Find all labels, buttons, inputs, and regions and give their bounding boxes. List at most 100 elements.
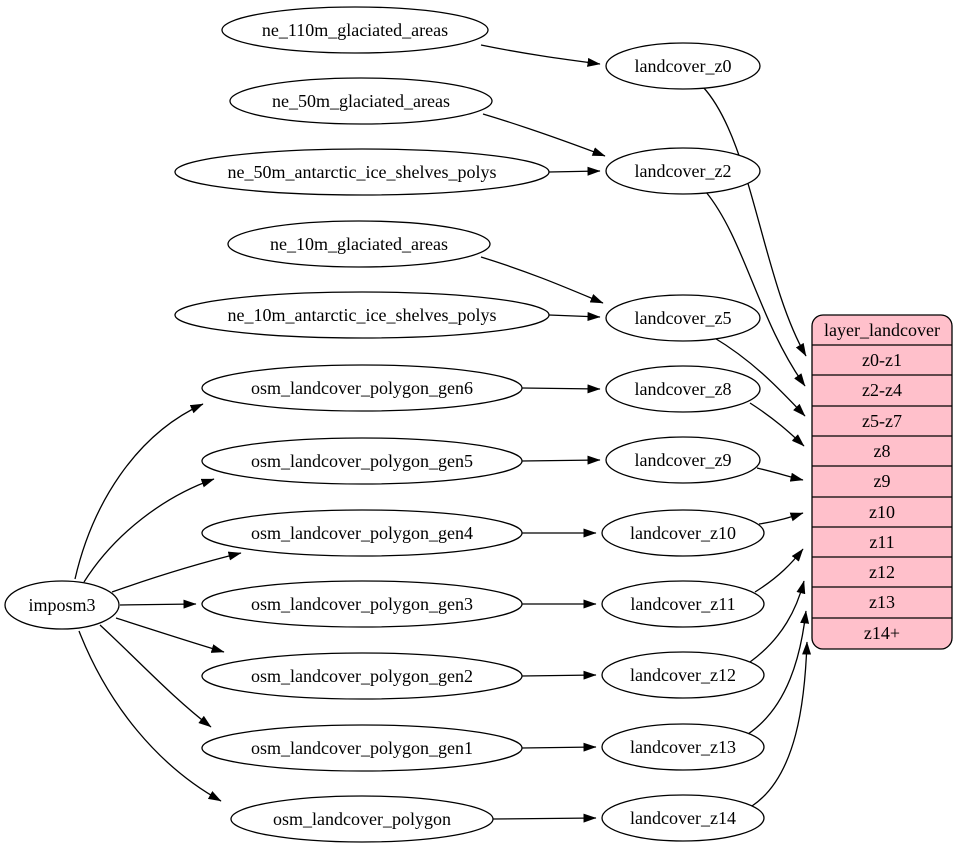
edge-imposm3-gen2: [115, 617, 225, 653]
node-label: osm_landcover_polygon_gen6: [251, 378, 473, 398]
table-title: layer_landcover: [824, 320, 940, 340]
table-layer-landcover: layer_landcover z0-z1 z2-z4 z5-z7 z8 z9 …: [811, 314, 953, 650]
node-shape: [601, 651, 765, 699]
node-osm-landcover-polygon-gen2: osm_landcover_polygon_gen2: [201, 652, 523, 700]
node-label: osm_landcover_polygon_gen2: [251, 666, 473, 686]
node-landcover-z2: landcover_z2: [605, 147, 761, 195]
node-label: landcover_z13: [630, 737, 736, 757]
node-label-imposm3: imposm3: [28, 595, 95, 615]
node-shape: [601, 580, 765, 628]
node-label: landcover_z5: [635, 308, 732, 328]
node-shape: [230, 795, 494, 843]
node-shape: [601, 794, 765, 842]
edge-ne10m-antarctic-z5: [548, 312, 601, 322]
node-shape: [605, 436, 761, 484]
edge-z10-row: [758, 512, 804, 525]
table-background: [811, 314, 953, 650]
node-landcover-z0: landcover_z0: [605, 42, 761, 90]
table-row-z5-z7: z5-z7: [862, 411, 902, 431]
node-shape: [201, 652, 523, 700]
table-row-z2-z4: z2-z4: [862, 380, 902, 400]
node-shape: [201, 437, 523, 485]
node-label: osm_landcover_polygon_gen4: [251, 523, 473, 543]
edge-imposm3-gen6: [74, 403, 204, 580]
edge-ne10m-glaciated-z5: [480, 256, 604, 304]
node-landcover-z5: landcover_z5: [605, 294, 761, 342]
node-ne-10m-glaciated-areas: ne_10m_glaciated_areas: [227, 220, 491, 268]
edge-polygon-z14: [492, 813, 597, 823]
node-shape: [601, 509, 765, 557]
node-label: landcover_z2: [635, 161, 732, 181]
node-shape: [174, 291, 550, 339]
node-label: osm_landcover_polygon_gen1: [251, 738, 473, 758]
node-shape: [605, 365, 761, 413]
edge-ne110m-z0: [480, 44, 601, 67]
edge-layer: [74, 44, 812, 823]
table-row-z13: z13: [869, 592, 895, 612]
table-row-z14plus: z14+: [864, 623, 900, 643]
node-shape: [229, 77, 493, 125]
node-shape: [4, 580, 120, 630]
node-landcover-z11: landcover_z11: [601, 580, 765, 628]
edge-imposm3-gen4: [111, 551, 242, 593]
node-label: landcover_z11: [630, 594, 735, 614]
node-osm-landcover-polygon-gen5: osm_landcover_polygon_gen5: [201, 437, 523, 485]
edge-z12-row: [749, 580, 806, 663]
edge-gen2-z12: [521, 670, 597, 680]
edge-z8-row: [749, 402, 805, 447]
node-landcover-z10: landcover_z10: [601, 509, 765, 557]
node-label: ne_50m_antarctic_ice_shelves_polys: [228, 162, 497, 182]
table-row-z9: z9: [874, 471, 891, 491]
node-imposm3: imposm3: [4, 580, 120, 630]
edge-z5-row: [712, 336, 806, 417]
table-row-z11: z11: [869, 532, 894, 552]
node-landcover-z14: landcover_z14: [601, 794, 765, 842]
node-label: ne_10m_glaciated_areas: [270, 234, 448, 254]
node-landcover-z9: landcover_z9: [605, 436, 761, 484]
edge-ne50m-glaciated-z2: [482, 113, 606, 157]
table-row-z10: z10: [869, 502, 895, 522]
node-osm-landcover-polygon-gen6: osm_landcover_polygon_gen6: [201, 364, 523, 412]
node-osm-landcover-polygon: osm_landcover_polygon: [230, 795, 494, 843]
edge-z13-row: [747, 610, 810, 735]
edge-imposm3-gen1: [99, 624, 212, 728]
node-landcover-z8: landcover_z8: [605, 365, 761, 413]
node-shape: [605, 147, 761, 195]
node-shape: [601, 723, 765, 771]
node-label: ne_10m_antarctic_ice_shelves_polys: [228, 305, 497, 325]
edge-z14-row: [751, 641, 812, 807]
node-shape: [201, 724, 523, 772]
node-shape: [221, 6, 489, 54]
node-label: ne_110m_glaciated_areas: [262, 20, 448, 40]
edge-gen6-z8: [521, 384, 601, 394]
node-shape: [201, 509, 523, 557]
node-ne-110m-glaciated-areas: ne_110m_glaciated_areas: [221, 6, 489, 54]
node-shape: [605, 294, 761, 342]
node-label: landcover_z10: [630, 523, 736, 543]
node-shape: [201, 580, 523, 628]
node-label: osm_landcover_polygon_gen3: [251, 594, 473, 614]
table-row-z12: z12: [869, 562, 895, 582]
node-label: landcover_z12: [630, 665, 736, 685]
node-label: landcover_z0: [635, 56, 732, 76]
node-shape: [605, 42, 761, 90]
edge-gen5-z9: [521, 455, 601, 465]
node-shape: [227, 220, 491, 268]
edge-gen1-z13: [521, 742, 597, 752]
table-row-z8: z8: [874, 441, 891, 461]
node-ne-50m-antarctic-ice-shelves-polys: ne_50m_antarctic_ice_shelves_polys: [174, 148, 550, 196]
node-osm-landcover-polygon-gen1: osm_landcover_polygon_gen1: [201, 724, 523, 772]
table-row-z0-z1: z0-z1: [862, 350, 902, 370]
node-label: ne_50m_glaciated_areas: [272, 91, 450, 111]
edge-z9-row: [756, 467, 804, 482]
edge-imposm3-polygon: [78, 630, 222, 802]
node-osm-landcover-polygon-gen3: osm_landcover_polygon_gen3: [201, 580, 523, 628]
node-label: landcover_z9: [635, 450, 732, 470]
node-shape: [201, 364, 523, 412]
node-ne-10m-antarctic-ice-shelves-polys: ne_10m_antarctic_ice_shelves_polys: [174, 291, 550, 339]
node-osm-landcover-polygon-gen4: osm_landcover_polygon_gen4: [201, 509, 523, 557]
edge-imposm3-gen5: [83, 478, 215, 583]
edge-z0-row: [702, 86, 807, 357]
